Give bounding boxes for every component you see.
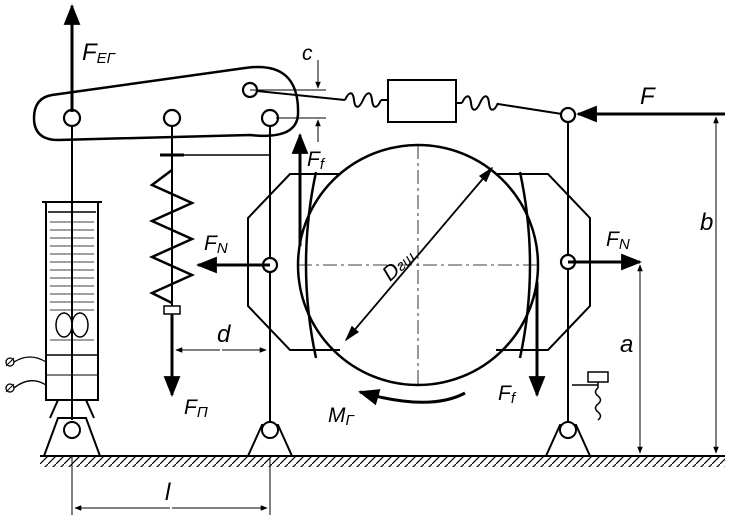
dimension-c	[250, 60, 326, 142]
label-d-gsh: Dгш	[378, 245, 420, 286]
label-b: b	[700, 209, 713, 236]
label-f-p: FП	[184, 396, 208, 421]
braking-moment-arrow	[357, 389, 466, 406]
label-f: F	[640, 83, 656, 110]
label-c: c	[302, 42, 313, 65]
label-f-f-bottom: Ff	[498, 382, 517, 407]
tie-rod	[256, 79, 563, 123]
label-a: a	[620, 331, 633, 358]
label-f-eg: FЕГ	[82, 39, 117, 67]
label-m-g: MГ	[328, 404, 356, 429]
label-f-n-right: FN	[606, 228, 630, 253]
dimension-l	[71, 456, 271, 515]
electric-leads	[5, 356, 47, 393]
left-lever-support	[246, 421, 294, 457]
ground	[40, 455, 725, 467]
right-lever-support	[544, 421, 592, 457]
label-l: l	[165, 479, 171, 506]
lever-pin-fulcrum	[260, 108, 280, 128]
closing-spring	[148, 169, 196, 315]
left-brake-shoe	[247, 171, 340, 359]
manual-release	[572, 371, 609, 421]
label-f-n-left: FN	[204, 232, 228, 257]
brake-pulley	[296, 143, 540, 387]
top-lever	[32, 65, 300, 142]
lever-pin-left	[62, 108, 82, 128]
lever-pin-spring	[162, 108, 182, 128]
dimension-b	[600, 113, 725, 457]
left-pivot-support	[42, 417, 102, 457]
label-f-f-top: Ff	[307, 148, 326, 173]
right-lever-top-pin	[559, 106, 577, 124]
label-d: d	[217, 321, 231, 348]
